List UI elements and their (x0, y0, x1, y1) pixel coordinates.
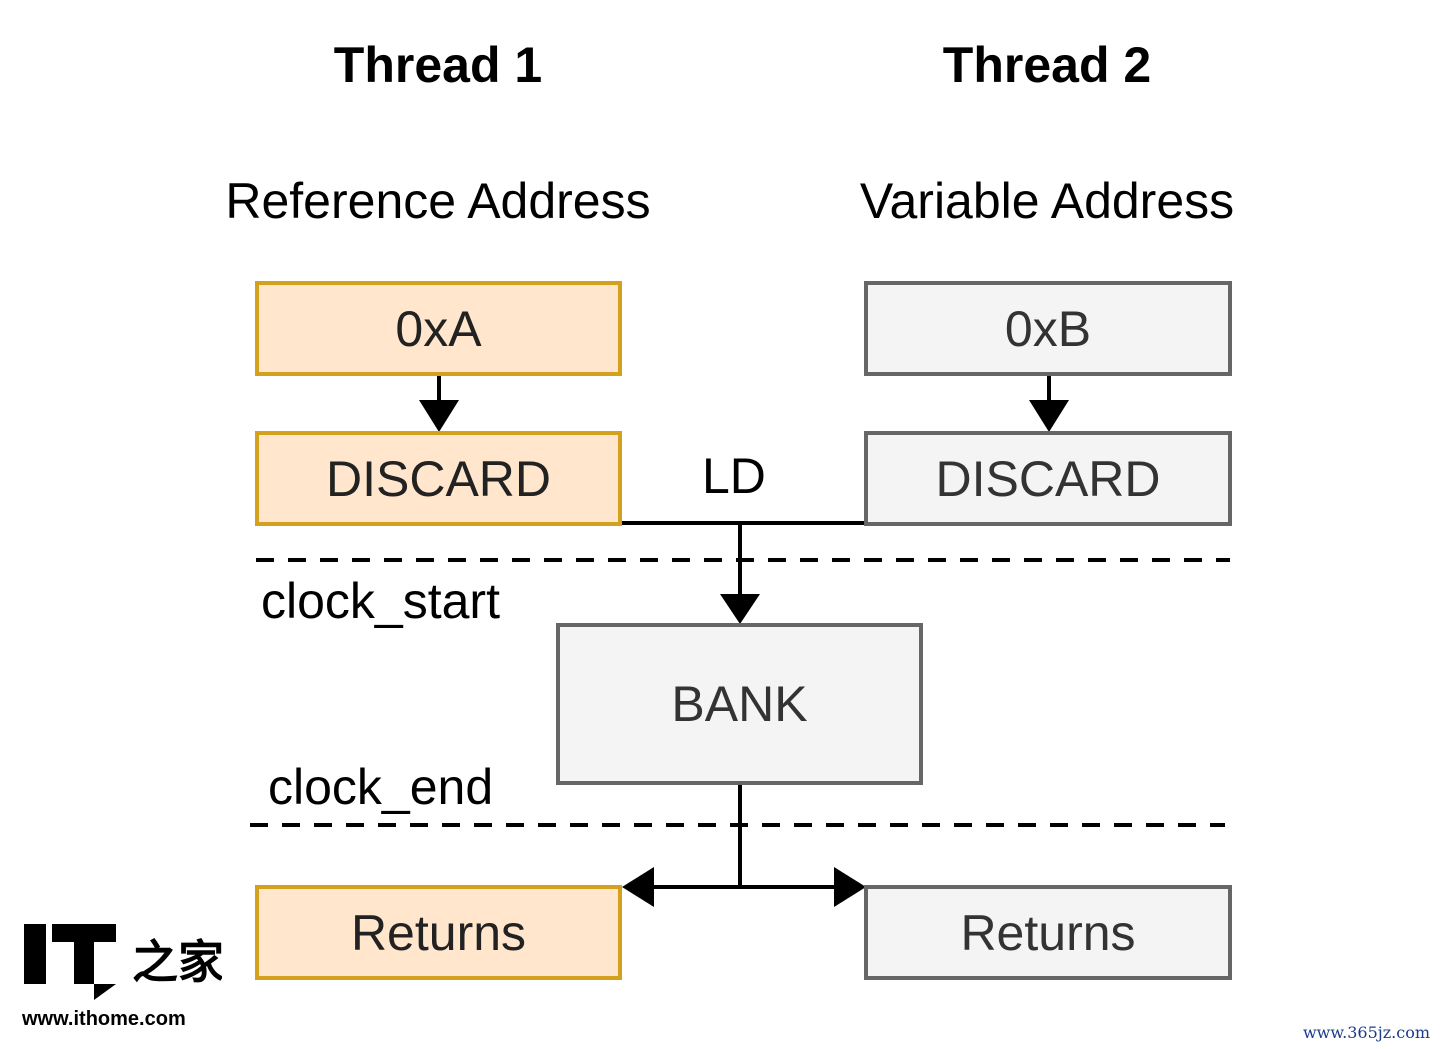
ithome-url: www.ithome.com (22, 1008, 186, 1030)
bank-box: BANK (556, 623, 923, 785)
arrowhead-addr-b (1029, 400, 1069, 432)
thread-1-title: Thread 1 (333, 37, 543, 93)
watermark-text: www.365jz.com (1302, 1023, 1430, 1042)
discard-box-thread-2: DISCARD (864, 431, 1232, 526)
ithome-logo-mark: 之家 (24, 924, 224, 1000)
arrowhead-bank (720, 594, 760, 624)
thread-2-title: Thread 2 (942, 37, 1152, 93)
arrowhead-addr-a (419, 400, 459, 432)
address-b-box: 0xB (864, 281, 1232, 376)
returns-box-thread-2: Returns (864, 885, 1232, 980)
clock-end-label: clock_end (268, 759, 494, 815)
clock-start-label: clock_start (261, 573, 500, 629)
arrowhead-returns-2 (834, 867, 866, 907)
variable-address-heading: Variable Address (859, 173, 1235, 229)
ld-label: LD (702, 448, 766, 504)
address-a-box: 0xA (255, 281, 622, 376)
ithome-logo: 之家 (22, 920, 224, 1030)
svg-text:之家: 之家 (132, 935, 222, 989)
discard-box-thread-1: DISCARD (255, 431, 622, 526)
arrowhead-returns-1 (622, 867, 654, 907)
reference-address-heading: Reference Address (225, 173, 651, 229)
returns-box-thread-1: Returns (255, 885, 622, 980)
